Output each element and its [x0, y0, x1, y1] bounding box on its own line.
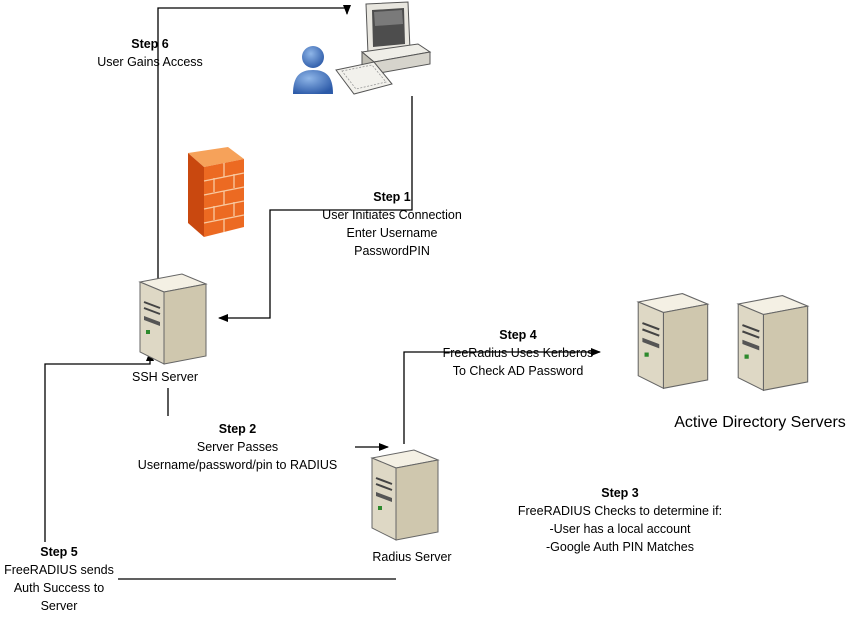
ssh-server-label: SSH Server	[132, 370, 198, 384]
step2-line: Username/password/pin to RADIUS	[137, 458, 338, 472]
step5-line: Server	[40, 599, 78, 613]
ssh-server-icon	[138, 273, 208, 365]
step2-label: Step 2 Server Passes Username/password/p…	[120, 420, 355, 474]
step1-line: PasswordPIN	[354, 244, 430, 258]
step6-label: Step 6 User Gains Access	[80, 35, 220, 71]
step3-line: -User has a local account	[549, 522, 691, 536]
ad-server-icon	[636, 293, 710, 390]
step4-line: To Check AD Password	[452, 364, 584, 378]
step3-line: FreeRADIUS Checks to determine if:	[517, 504, 723, 518]
ad-servers-label: Active Directory Servers	[674, 414, 846, 431]
step5-line: Auth Success to	[13, 581, 105, 595]
step4-connector	[403, 348, 601, 444]
step4-label: Step 4 FreeRadius Uses Kerberos To Check…	[418, 326, 618, 380]
step1-title: Step 1	[373, 190, 411, 204]
step5-title: Step 5	[40, 545, 78, 559]
step1-line: User Initiates Connection	[322, 208, 462, 222]
step5-line: FreeRADIUS sends	[4, 563, 114, 577]
step3-title: Step 3	[601, 486, 639, 500]
step5-connector	[44, 351, 154, 542]
step2-line: Server Passes	[196, 440, 279, 454]
step4-line: FreeRadius Uses Kerberos	[442, 346, 594, 360]
step2-title: Step 2	[218, 422, 257, 436]
step5-label: Step 5 FreeRADIUS sends Auth Success to …	[0, 543, 118, 615]
ad-server-icon	[736, 295, 810, 392]
firewall-icon	[188, 147, 245, 237]
step1-line: Enter Username	[346, 226, 438, 240]
step6-line: User Gains Access	[97, 55, 203, 69]
step1-connector	[218, 96, 413, 322]
step3-line: -Google Auth PIN Matches	[546, 540, 694, 554]
user-icon	[293, 46, 333, 94]
workstation-icon	[335, 1, 432, 95]
step3-label: Step 3 FreeRADIUS Checks to determine if…	[500, 484, 740, 556]
step4-title: Step 4	[499, 328, 537, 342]
step6-connector	[157, 5, 351, 340]
step6-title: Step 6	[131, 37, 169, 51]
radius-server-icon	[370, 449, 440, 541]
step1-label: Step 1 User Initiates Connection Enter U…	[302, 188, 482, 260]
radius-server-label: Radius Server	[372, 550, 452, 564]
